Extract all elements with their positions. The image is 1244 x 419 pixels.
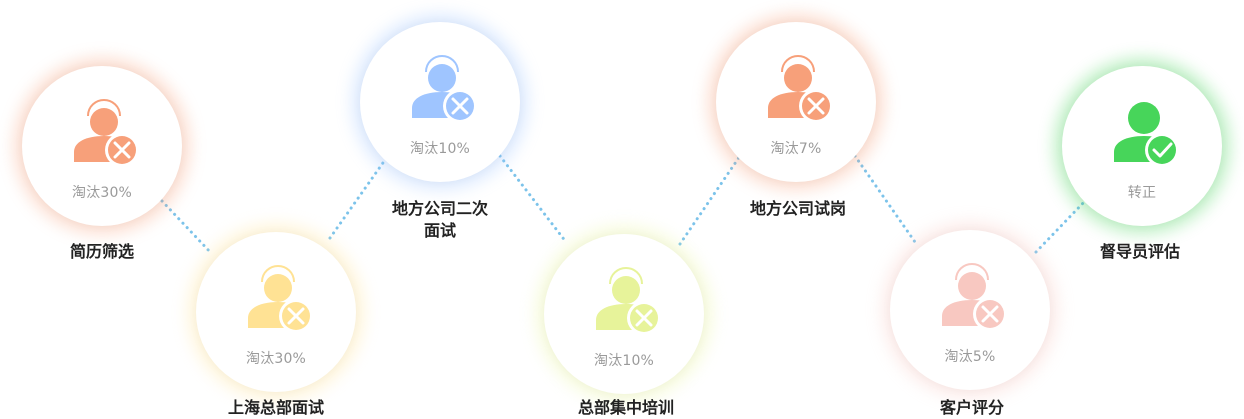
- stage-node-resume-screening: 淘汰30%: [14, 58, 190, 234]
- stage-status: 淘汰5%: [944, 349, 996, 365]
- stage-status: 转正: [1127, 185, 1157, 201]
- stage-label: 督导员评估: [1099, 242, 1180, 261]
- stage-label: 地方公司二次 面试: [370, 198, 510, 242]
- user-reject-icon: [248, 264, 313, 333]
- stage-label: 简历筛选: [69, 242, 134, 261]
- stage-label: 地方公司试岗: [749, 199, 846, 218]
- user-reject-icon: [768, 54, 833, 123]
- stage-node-hq-training: 淘汰10%: [536, 226, 712, 402]
- stage-node-local-trial: 淘汰7%: [708, 14, 884, 190]
- stage-status: 淘汰30%: [245, 351, 307, 367]
- stage-label: 上海总部面试: [227, 398, 324, 417]
- user-reject-icon: [74, 98, 139, 167]
- stage-label: 总部集中培训: [577, 398, 674, 417]
- stage-status: 淘汰10%: [409, 141, 471, 157]
- stage-node-second-interview: 淘汰10%: [352, 14, 528, 190]
- stage-label: 客户评分: [939, 398, 1004, 417]
- stage-label-line: 面试: [423, 221, 456, 240]
- stage-node-hq-interview: 淘汰30%: [188, 224, 364, 400]
- user-reject-icon: [596, 266, 661, 335]
- user-check-icon: [1114, 102, 1179, 167]
- stage-status: 淘汰7%: [770, 141, 822, 157]
- stage-status: 淘汰30%: [71, 185, 133, 201]
- stage-node-customer-rating: 淘汰5%: [882, 222, 1058, 398]
- user-reject-icon: [412, 54, 477, 123]
- user-reject-icon: [942, 262, 1007, 331]
- stage-label-line: 地方公司二次: [391, 199, 488, 218]
- stage-node-supervisor-evaluation: 转正: [1054, 58, 1230, 234]
- stage-status: 淘汰10%: [593, 353, 655, 369]
